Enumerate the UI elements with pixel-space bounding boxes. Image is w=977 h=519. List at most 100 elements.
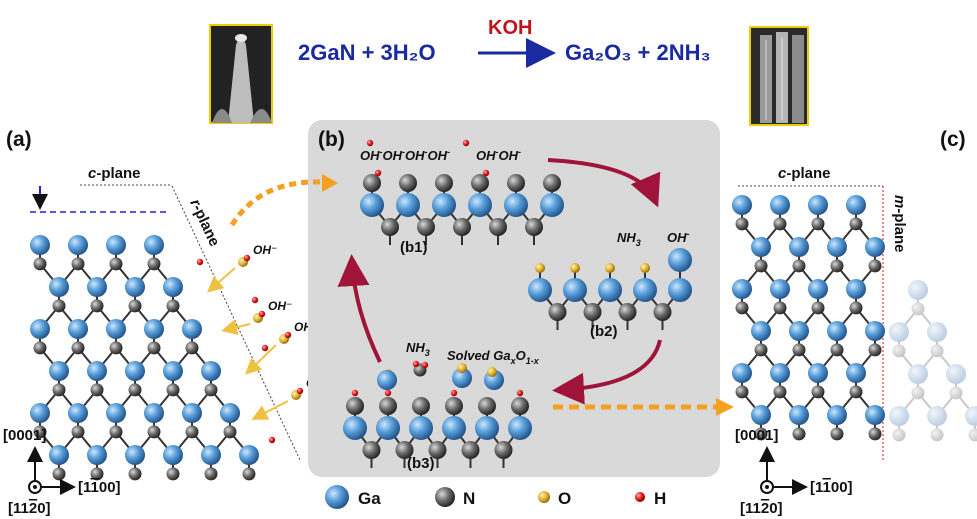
- n-atom: [445, 397, 463, 415]
- n-atom: [735, 385, 749, 399]
- ga-atom: [540, 193, 564, 217]
- n-atom: [892, 344, 906, 358]
- ga-atom: [668, 248, 692, 272]
- n-atom: [489, 218, 507, 236]
- ga-atom: [144, 235, 164, 255]
- ga-atom: [508, 416, 532, 440]
- n-atom: [892, 428, 906, 442]
- n-atom: [33, 341, 47, 355]
- ga-atom: [865, 321, 885, 341]
- stage-b2-hydroxide-label: OH-: [667, 229, 690, 245]
- n-atom: [147, 341, 161, 355]
- ga-atom: [908, 364, 928, 384]
- ga-atom: [475, 416, 499, 440]
- ga-atom: [163, 361, 183, 381]
- ga-atom: [87, 445, 107, 465]
- ga-atom: [598, 278, 622, 302]
- n-atom: [166, 467, 180, 481]
- n-atom: [346, 397, 364, 415]
- legend-h-label: H: [654, 489, 666, 508]
- stage-b1: [360, 139, 564, 245]
- transfer-arrow-b-to-c-head: [716, 398, 734, 416]
- h-atom: [261, 344, 269, 352]
- sem-image-right: [749, 26, 809, 126]
- h-atom: [284, 331, 292, 339]
- n-atom: [128, 383, 142, 397]
- ga-atom: [927, 406, 947, 426]
- ga-atom: [442, 416, 466, 440]
- ga-atom: [927, 322, 947, 342]
- n-atom: [511, 397, 529, 415]
- legend: Ga N O H: [325, 485, 666, 509]
- lattice-a: [30, 235, 259, 481]
- n-atom: [618, 303, 637, 321]
- ga-atom: [106, 403, 126, 423]
- ga-atom: [239, 445, 259, 465]
- h-atom: [421, 361, 429, 369]
- ga-atom: [668, 278, 692, 302]
- panel-c-top-plane-label: c-plane: [778, 165, 831, 182]
- h-atom: [251, 296, 259, 304]
- legend-n-label: N: [463, 489, 475, 508]
- ga-atom: [846, 279, 866, 299]
- o-atom: [640, 263, 650, 273]
- h-atom: [384, 389, 392, 397]
- n-atom: [754, 343, 768, 357]
- n-atom: [90, 467, 104, 481]
- ga-atom: [468, 193, 492, 217]
- ga-atom: [908, 280, 928, 300]
- panel-a-tag: (a): [6, 128, 32, 151]
- panel-b-tag: (b): [318, 128, 345, 151]
- stage-b2-label: (b2): [590, 323, 618, 340]
- ga-atom: [30, 235, 50, 255]
- ga-atom: [377, 370, 397, 390]
- n-atom: [773, 301, 787, 315]
- legend-ga-swatch: [325, 485, 349, 509]
- h-atom: [268, 436, 276, 444]
- axis-a-out-label: [1120]: [8, 500, 51, 517]
- ga-atom: [827, 237, 847, 257]
- ga-atom: [808, 363, 828, 383]
- n-atom: [453, 218, 471, 236]
- n-atom: [911, 386, 925, 400]
- ga-atom: [965, 406, 977, 426]
- stage-b3-solved-label: Solved GaxO1-x: [447, 348, 540, 366]
- h-atom: [450, 389, 458, 397]
- ga-atom: [865, 405, 885, 425]
- hydroxide-label: OH⁻: [253, 243, 277, 257]
- cycle-arrow-b2-b3: [552, 339, 662, 405]
- o-atom: [487, 367, 497, 377]
- n-atom: [735, 217, 749, 231]
- lattice-c-faded: [889, 280, 977, 442]
- ga-atom: [946, 364, 966, 384]
- n-atom: [930, 428, 944, 442]
- stage-b1-label: (b1): [400, 239, 428, 256]
- legend-n-swatch: [435, 487, 455, 507]
- ga-atom: [106, 235, 126, 255]
- ga-atom: [770, 279, 790, 299]
- panel-a-side-plane-label: r-plane: [186, 197, 223, 250]
- n-atom: [71, 341, 85, 355]
- h-atom: [366, 139, 374, 147]
- ga-atom: [125, 277, 145, 297]
- ga-atom: [432, 193, 456, 217]
- n-atom: [109, 341, 123, 355]
- h-atom: [462, 139, 470, 147]
- panel-a: c-plane r-plane OH⁻OH⁻OH⁻OH⁻: [30, 165, 330, 481]
- equation-products: Ga₂O₃ + 2NH₃: [565, 40, 711, 65]
- n-atom: [830, 259, 844, 273]
- n-atom: [461, 441, 480, 459]
- n-atom: [52, 299, 66, 313]
- stage-b2-ammonia-label: NH3: [617, 230, 641, 248]
- equation-reactants: 2GaN + 3H₂O: [298, 40, 436, 65]
- ga-atom: [889, 322, 909, 342]
- n-atom: [930, 344, 944, 358]
- n-atom: [471, 174, 489, 192]
- stage-b1-hydroxide-label: OH-OH-OH-OH-: [360, 147, 450, 163]
- axis-c-right-label: [1100]: [810, 479, 853, 496]
- ga-atom: [751, 321, 771, 341]
- ga-atom: [751, 405, 771, 425]
- panel-c: c-plane m-plane: [732, 165, 977, 462]
- n-atom: [494, 441, 513, 459]
- n-atom: [792, 427, 806, 441]
